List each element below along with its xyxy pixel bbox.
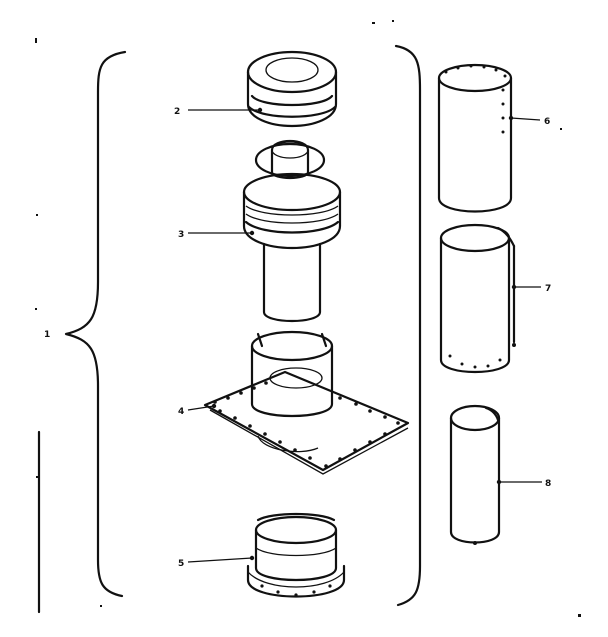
short-pipe-part [449, 404, 501, 545]
ring-rivets [260, 584, 332, 597]
inner-collar-part [242, 139, 342, 322]
leader-lines [187, 107, 542, 563]
label-3: 3 [178, 230, 184, 240]
assembly-brace [64, 50, 127, 598]
label-7: 7 [545, 284, 551, 294]
label-8: 8 [545, 479, 551, 489]
base-flange-plate-part [203, 330, 410, 475]
bottom-ring-part [246, 512, 346, 598]
long-pipe-rivets [444, 64, 507, 134]
group-bracket [394, 44, 422, 607]
scan-specks [35, 20, 581, 617]
seamed-pipe-rivets [448, 343, 516, 369]
label-4: 4 [178, 407, 184, 417]
label-2: 2 [174, 107, 180, 117]
seamed-pipe-part [439, 223, 516, 374]
long-pipe-part [437, 63, 513, 213]
top-cap-part [246, 50, 338, 128]
label-1: 1 [44, 330, 50, 340]
label-6: 6 [544, 117, 550, 127]
label-5: 5 [178, 559, 184, 569]
flange-rivets [213, 381, 400, 468]
